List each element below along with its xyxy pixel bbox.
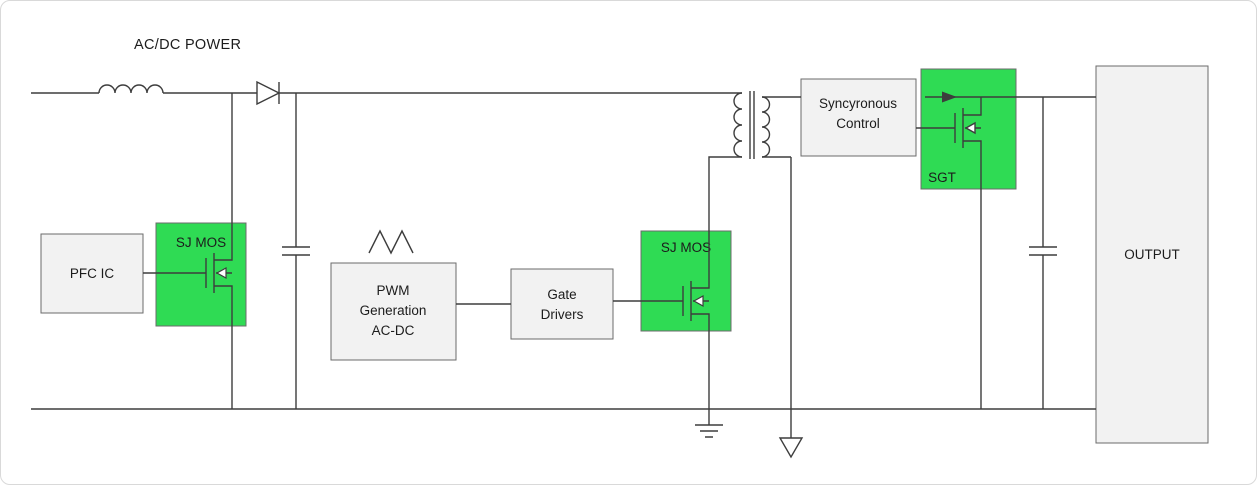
pwm-generation-label-line2: Generation [360, 303, 427, 318]
current-arrow-icon [942, 91, 957, 103]
symbols [98, 80, 1057, 459]
output-label: OUTPUT [1124, 247, 1180, 262]
sgt-label: SGT [928, 170, 956, 185]
diode-icon [256, 80, 281, 106]
dc-bus-capacitor-icon [282, 93, 310, 409]
inductor-icon [98, 84, 164, 94]
diagram-title: AC/DC POWER [134, 37, 241, 53]
sgt-mosfet-icon [916, 97, 982, 409]
sync-control-label-line2: Control [836, 116, 880, 131]
gate-drivers-label-line1: Gate [547, 287, 576, 302]
node-gate-drivers: Gate Drivers [510, 268, 614, 340]
output-box [1095, 65, 1209, 444]
transformer-core [749, 91, 755, 159]
node-sj-mos-main: SJ MOS [640, 230, 732, 332]
node-sj-mos-pfc: SJ MOS [155, 222, 247, 327]
signal-ground-icon [778, 409, 804, 459]
gate-drivers-box [510, 268, 614, 340]
sync-control-box [800, 78, 917, 157]
sj-mos-pfc-box [155, 222, 247, 327]
pfc-ic-label: PFC IC [70, 266, 115, 281]
sj-mos-main-label: SJ MOS [661, 240, 711, 255]
transformer-icon [733, 91, 771, 159]
pwm-generation-label-line1: PWM [377, 283, 410, 298]
node-pfc-ic: PFC IC [40, 233, 144, 314]
node-output: OUTPUT [1095, 65, 1209, 444]
sync-control-label-line1: Syncyronous [819, 96, 897, 111]
pwm-generation-box [330, 262, 457, 361]
wire-main-switch-leg [708, 156, 742, 409]
gate-drivers-label-line2: Drivers [541, 307, 584, 322]
pwm-generation-label-line3: AC-DC [372, 323, 415, 338]
node-sync-control: Syncyronous Control [800, 78, 917, 157]
sj-mos-pfc-label: SJ MOS [176, 235, 226, 250]
sj-mos-main-box [640, 230, 732, 332]
transformer-secondary-winding [761, 96, 771, 158]
earth-ground-icon [695, 409, 723, 438]
pwm-waveform-icon [368, 229, 414, 255]
transformer-primary-winding [733, 92, 743, 158]
output-capacitor-icon [1029, 97, 1057, 409]
node-pwm-generation: PWM Generation AC-DC [330, 262, 457, 361]
pfc-ic-box [40, 233, 144, 314]
wire-secondary-bottom [762, 156, 792, 409]
